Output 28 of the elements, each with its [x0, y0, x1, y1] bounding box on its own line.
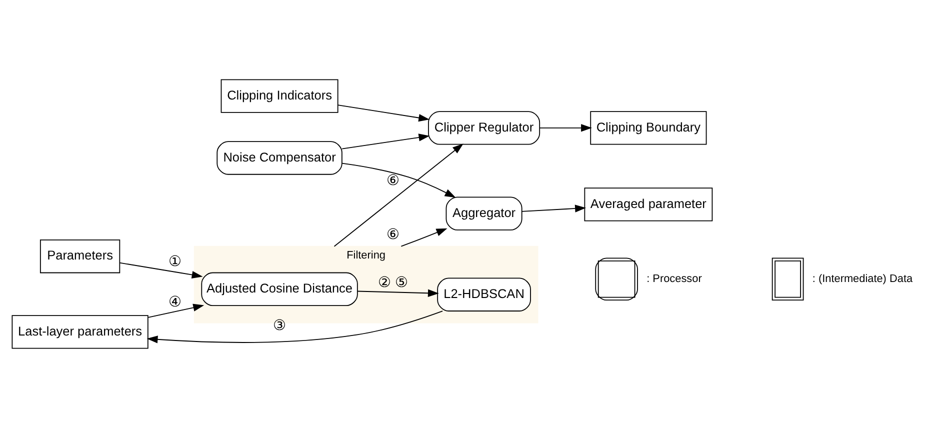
- arrow: [540, 124, 592, 132]
- arrow: [400, 228, 448, 247]
- arrow: [148, 304, 204, 318]
- edge-label: ④: [168, 294, 182, 310]
- node-box: Clipper Regulator: [428, 111, 540, 145]
- arrow: [342, 134, 430, 150]
- node-box: L2-HDBSCAN: [437, 278, 531, 312]
- node-box: Parameters: [40, 240, 120, 274]
- node-box: Noise Compensator: [216, 141, 342, 175]
- arrow: [521, 204, 586, 212]
- edge-label: ⑥: [386, 173, 400, 190]
- edge-label: ② ⑤: [378, 275, 408, 292]
- arrow: [334, 144, 464, 247]
- node-box: Last-layer parameters: [12, 315, 148, 349]
- edge-label: ①: [168, 254, 182, 270]
- arrow: [338, 104, 430, 122]
- node-box: Adjusted Cosine Distance: [201, 272, 358, 306]
- node-box: Clipping Indicators: [220, 79, 338, 113]
- arrow: [342, 162, 456, 198]
- node-box: Aggregator: [446, 196, 522, 230]
- arrow: [146, 310, 443, 344]
- legend-label: : (Intermediate) Data: [812, 272, 913, 285]
- arrow: [357, 289, 439, 297]
- node-box: Clipping Boundary: [590, 111, 707, 145]
- edge-label: ⑥: [386, 226, 400, 243]
- legend-label: : Processor: [646, 272, 702, 285]
- node-box: Averaged parameter: [584, 188, 713, 222]
- arrow: [119, 262, 203, 279]
